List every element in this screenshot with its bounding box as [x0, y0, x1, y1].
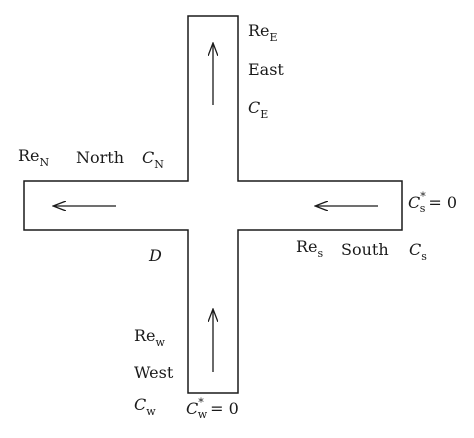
west-name-label: West [134, 363, 174, 382]
south-name-label: South [341, 240, 389, 259]
north-concentration-label: CN [142, 148, 164, 171]
west-reynolds-label: Rew [134, 326, 166, 349]
north-reynolds-label: ReN [18, 146, 50, 169]
channel-outline [23, 15, 403, 394]
east-concentration-label: CE [248, 98, 268, 121]
south-boundary-condition-label: C*s= 0 [408, 190, 457, 215]
west-boundary-condition-label: C*w= 0 [186, 396, 239, 421]
east-name-label: East [248, 60, 284, 79]
east-reynolds-label: ReE [248, 21, 278, 44]
junction-label: D [148, 246, 162, 265]
south-concentration-label: Cs [409, 240, 427, 263]
south-reynolds-label: Res [296, 237, 324, 260]
north-name-label: North [76, 148, 124, 167]
west-concentration-label: Cw [134, 395, 156, 418]
